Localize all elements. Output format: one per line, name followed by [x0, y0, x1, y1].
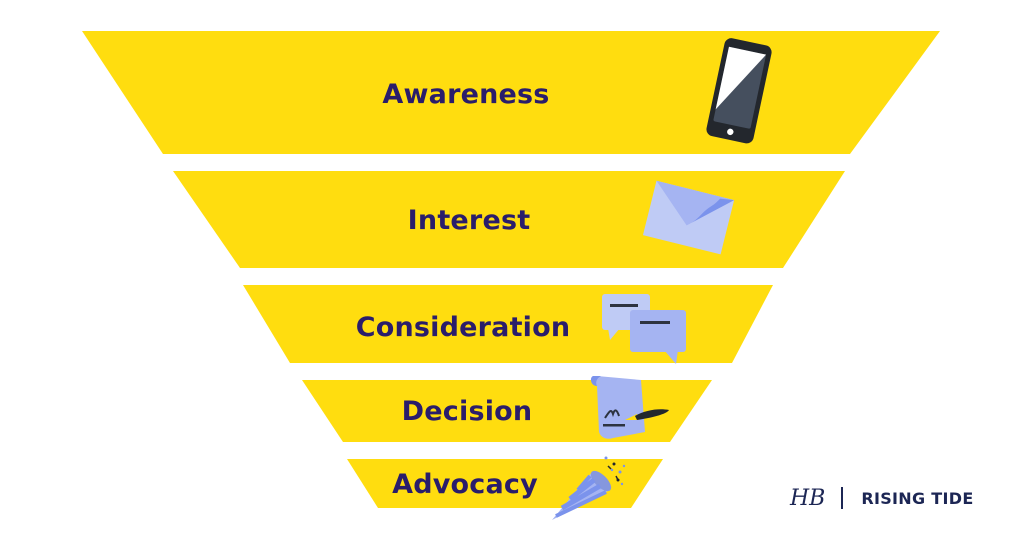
- stage-label-decision: Decision: [401, 396, 533, 427]
- chat-bubbles-icon: [602, 294, 686, 364]
- stage-label-advocacy: Advocacy: [392, 469, 538, 500]
- smartphone-icon: [706, 38, 772, 144]
- brand-divider: [841, 487, 844, 509]
- stage-label-consideration: Consideration: [355, 312, 571, 343]
- party-popper-icon: [552, 456, 626, 520]
- signed-document-icon: [590, 376, 669, 439]
- brand-logo: HB RISING TIDE: [790, 483, 974, 513]
- stage-label-awareness: Awareness: [382, 79, 550, 110]
- stage-label-interest: Interest: [407, 205, 531, 236]
- envelope-icon: [642, 180, 735, 255]
- brand-name: RISING TIDE: [861, 488, 974, 508]
- hb-logo-mark: HB: [790, 485, 826, 511]
